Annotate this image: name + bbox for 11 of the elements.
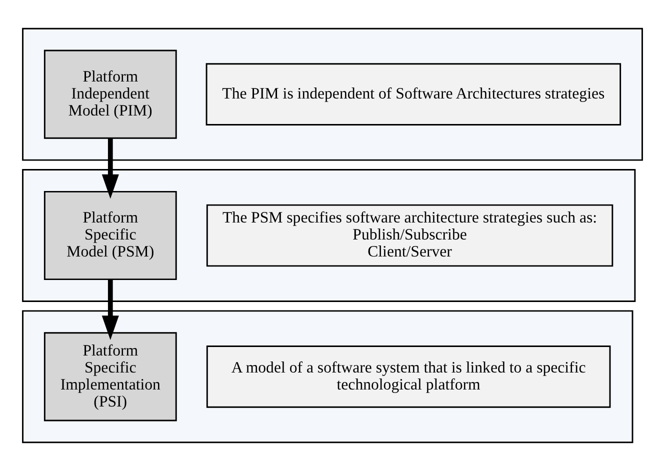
arrow [102, 278, 119, 340]
cluster [22, 310, 634, 443]
node-box: A model of a software system that is linked to a specific technological platform [206, 345, 611, 408]
node-box: Platform Independent Model (PIM) [44, 49, 177, 138]
node-box: Platform Specific Model (PSM) [44, 190, 177, 280]
node-box: Platform Specific Implementation (PSI) [44, 332, 177, 421]
cluster [22, 168, 636, 302]
node-box: The PIM is independent of Software Architectures strategies [206, 62, 622, 125]
node-box: The PSM specifies software architecture strategies such as: Publish/Subscribe Client/Server [206, 204, 614, 266]
arrow [102, 138, 119, 198]
cluster [22, 27, 643, 160]
